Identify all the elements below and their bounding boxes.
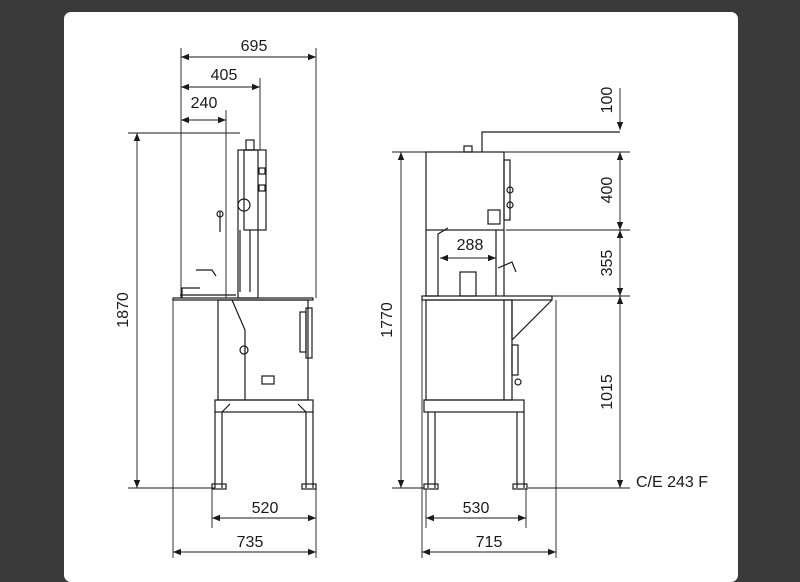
side-body — [217, 299, 309, 401]
dim-100: 100 — [599, 87, 616, 114]
dim-400: 400 — [599, 177, 616, 204]
dim-240: 240 — [191, 95, 218, 112]
dim-355: 355 — [599, 250, 616, 277]
front-dimensions: 288 1770 530 715 100 400 355 1015 C/E 24… — [379, 87, 708, 558]
technical-drawing: 695 405 240 1870 520 735 — [115, 38, 708, 558]
side-view — [172, 139, 317, 490]
dim-1770: 1770 — [379, 302, 396, 338]
side-knob — [239, 345, 249, 355]
side-switch — [261, 375, 275, 385]
dim-288: 288 — [457, 237, 484, 254]
side-column — [237, 149, 259, 299]
dim-1870: 1870 — [115, 292, 132, 328]
dim-735: 735 — [237, 534, 264, 551]
front-view — [421, 131, 620, 490]
front-table — [421, 295, 553, 301]
dim-1015: 1015 — [599, 374, 616, 410]
dim-695: 695 — [241, 38, 268, 55]
model-label: C/E 243 F — [636, 474, 708, 491]
dim-530: 530 — [463, 500, 490, 517]
dim-520: 520 — [252, 500, 279, 517]
front-head — [425, 151, 505, 231]
side-frame-top — [214, 399, 314, 413]
side-dimensions: 695 405 240 1870 520 735 — [115, 38, 317, 558]
front-body — [425, 299, 513, 401]
dim-405: 405 — [211, 67, 238, 84]
dim-715: 715 — [476, 534, 503, 551]
front-frame-top — [423, 399, 525, 413]
